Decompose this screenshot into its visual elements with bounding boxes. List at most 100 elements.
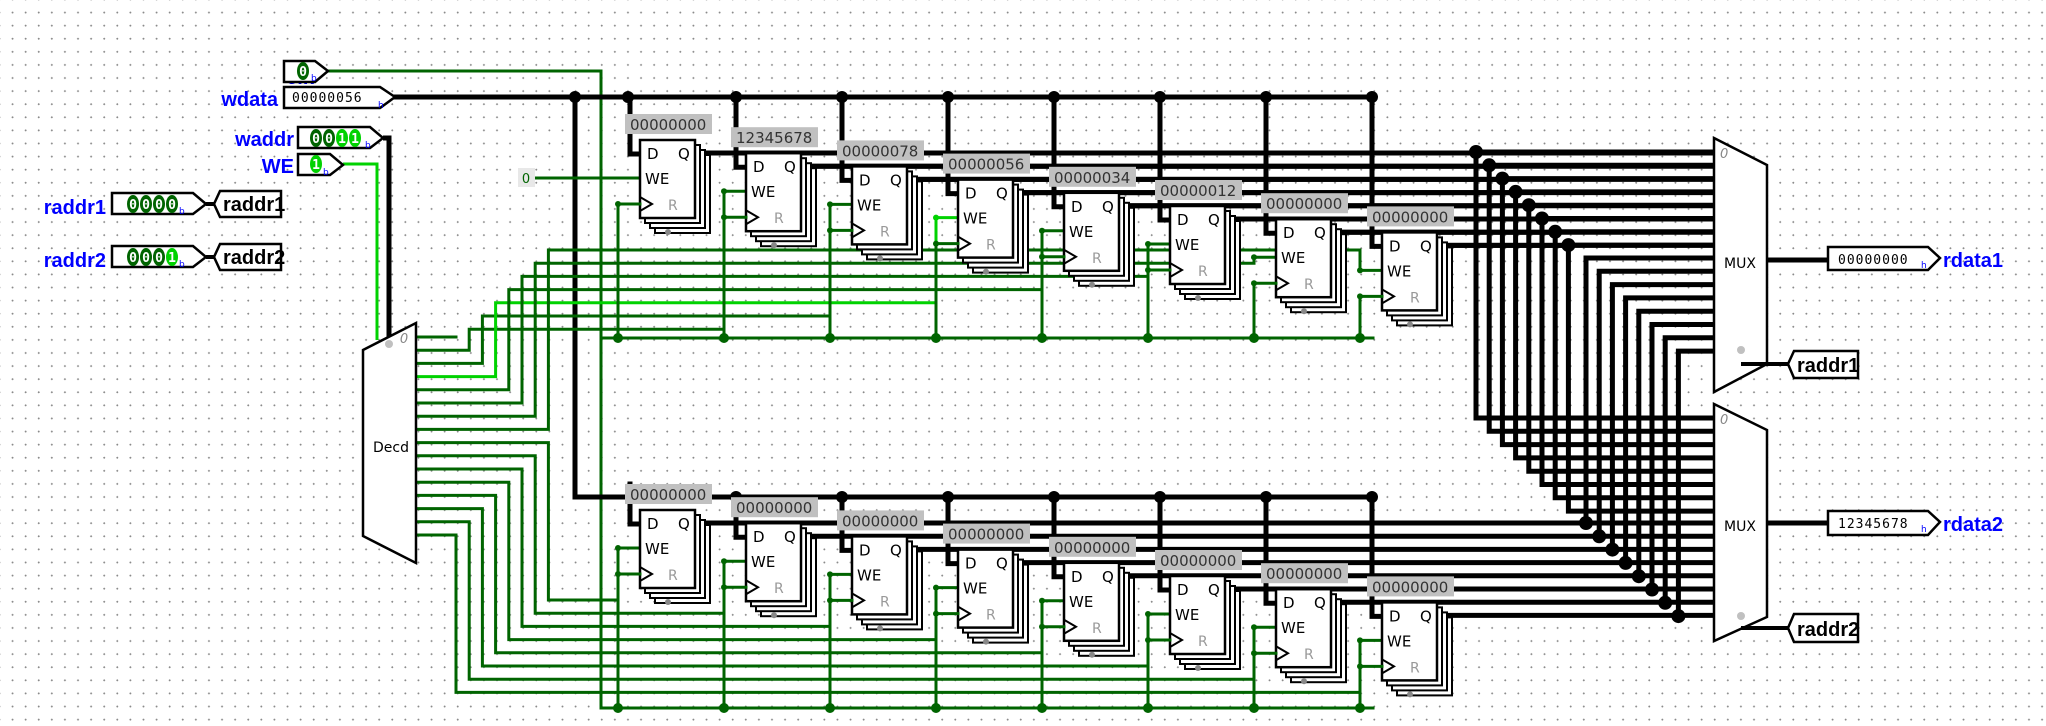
svg-text:R: R — [986, 608, 996, 624]
bit-toggle[interactable] — [127, 195, 139, 213]
svg-text:R: R — [774, 581, 784, 597]
mux-rdata1[interactable]: MUX 0 raddr1 — [1712, 135, 1860, 395]
svg-text:0: 0 — [155, 251, 163, 266]
svg-text:WE: WE — [857, 566, 881, 584]
wdata-value: 00000056 — [292, 91, 363, 106]
svg-text:Q: Q — [996, 555, 1008, 573]
bit-toggle[interactable] — [153, 195, 165, 213]
register-value: 00000000 — [1160, 552, 1236, 570]
raddr1-tunnel — [212, 189, 283, 219]
bit-toggle[interactable] — [323, 129, 335, 147]
bit-toggle[interactable] — [166, 248, 178, 266]
bit-toggle[interactable] — [140, 195, 152, 213]
wdata-label: wdata — [220, 89, 279, 111]
raddr1-select-tunnel — [1786, 349, 1860, 380]
we-bit[interactable] — [310, 155, 322, 173]
svg-text:R: R — [1092, 621, 1102, 637]
decoder-label: Decd — [373, 440, 409, 456]
clk-value: 0 — [299, 65, 307, 80]
register-value: 12345678 — [736, 129, 812, 147]
raddr1-label: raddr1 — [44, 197, 106, 219]
mux-rdata2[interactable]: MUX 0 raddr2 — [1712, 401, 1860, 644]
bit-toggle[interactable] — [166, 195, 178, 213]
svg-text:D: D — [1071, 198, 1083, 216]
bit-toggle[interactable] — [140, 248, 152, 266]
svg-text:h: h — [378, 101, 384, 111]
svg-text:WE: WE — [857, 196, 881, 214]
wdata-pin[interactable]: wdata 00000056 h — [220, 85, 398, 111]
svg-text:D: D — [859, 541, 871, 559]
bit-toggle[interactable] — [349, 129, 361, 147]
bit-toggle[interactable] — [310, 129, 322, 147]
rdata2-label: rdata2 — [1943, 514, 2003, 536]
register-value: 00000000 — [842, 512, 918, 530]
raddr2-tunnel — [212, 242, 283, 272]
svg-text:D: D — [1389, 237, 1401, 255]
svg-text:D: D — [1283, 594, 1295, 612]
svg-text:D: D — [647, 515, 659, 533]
clk-bit[interactable] — [297, 62, 309, 80]
svg-text:raddr1: raddr1 — [1797, 355, 1859, 377]
svg-text:Q: Q — [996, 185, 1008, 203]
register-bottom-3[interactable]: D Q WE R 00000000 — [933, 523, 1030, 645]
svg-text:MUX: MUX — [1724, 519, 1756, 535]
svg-text:D: D — [965, 555, 977, 573]
bit-toggle[interactable] — [336, 129, 348, 147]
svg-text:b: b — [179, 207, 185, 217]
raddr2-select-tunnel — [1786, 612, 1860, 644]
svg-text:WE: WE — [1175, 236, 1199, 254]
rdata1-value: 00000000 — [1838, 253, 1909, 268]
svg-text:WE: WE — [963, 580, 987, 598]
svg-text:WE: WE — [645, 540, 669, 558]
svg-text:R: R — [1198, 634, 1208, 650]
rdata2-value: 12345678 — [1838, 517, 1909, 532]
svg-text:0: 0 — [1720, 413, 1728, 428]
svg-text:0: 0 — [129, 251, 137, 266]
clk-pin[interactable]: clk 0 b — [282, 59, 330, 89]
we-pin[interactable]: WE 1 b — [262, 152, 345, 178]
bit-toggle[interactable] — [153, 248, 165, 266]
bit-toggle[interactable] — [127, 248, 139, 266]
register-value: 00000012 — [1160, 182, 1236, 200]
svg-text:R: R — [1304, 277, 1314, 293]
svg-text:0: 0 — [155, 198, 163, 213]
constant-zero[interactable]: 0 — [518, 168, 535, 187]
svg-text:WE: WE — [751, 553, 775, 571]
svg-text:D: D — [1071, 568, 1083, 586]
svg-text:Q: Q — [890, 541, 902, 559]
svg-text:R: R — [668, 568, 678, 584]
svg-text:Q: Q — [1420, 607, 1432, 625]
svg-text:Q: Q — [784, 158, 796, 176]
svg-text:0: 0 — [312, 132, 320, 147]
we-label: WE — [262, 156, 294, 178]
svg-text:D: D — [859, 171, 871, 189]
svg-text:WE: WE — [1387, 262, 1411, 280]
decoder[interactable]: Decd 0 — [361, 320, 418, 566]
register-value: 00000000 — [1266, 565, 1342, 583]
svg-text:raddr2: raddr2 — [223, 247, 285, 269]
register-value: 00000000 — [948, 526, 1024, 544]
